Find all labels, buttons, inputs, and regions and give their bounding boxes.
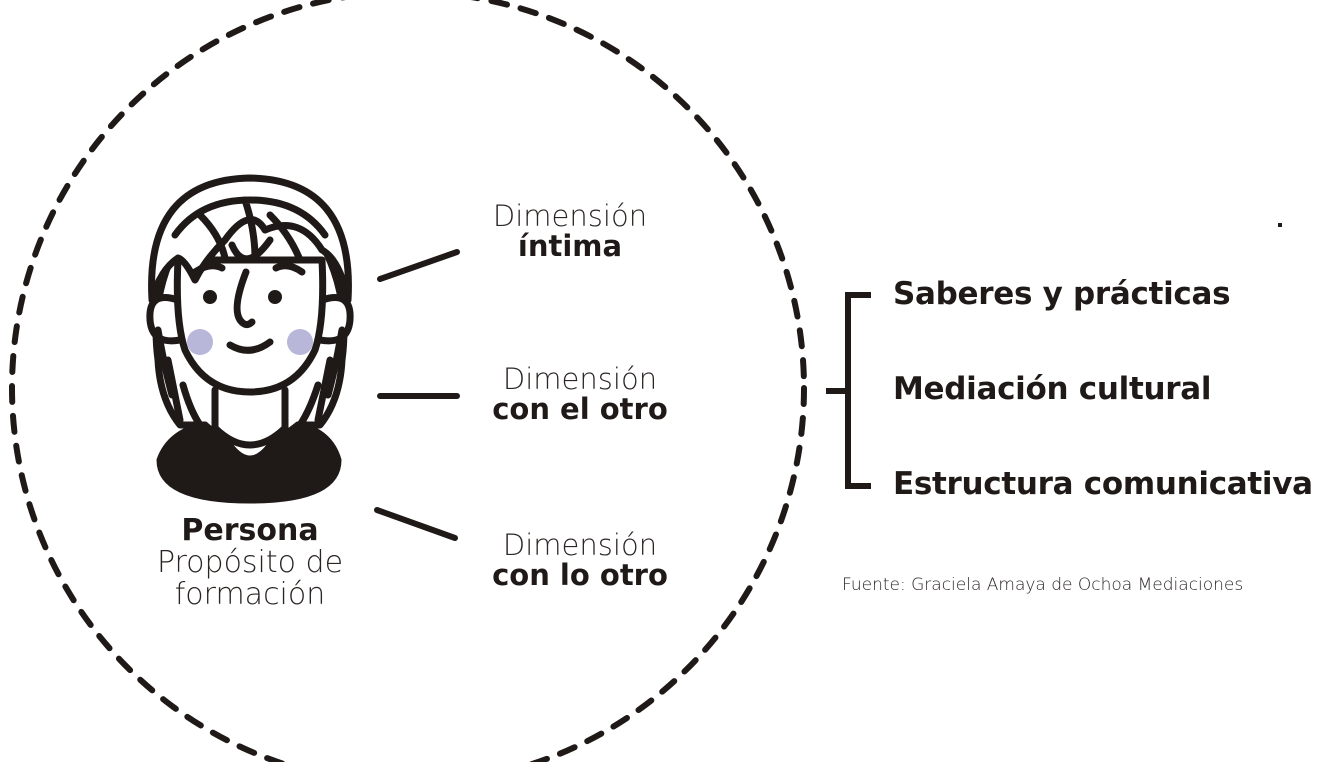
dimension-prefix: Dimensión	[492, 199, 648, 233]
dashed-circle	[9, 0, 807, 762]
person-mouth	[226, 338, 274, 354]
dimension-name: con el otro	[492, 392, 668, 427]
component-item-saberes: Saberes y prácticas	[893, 276, 1231, 312]
connector-line-lo-otro	[374, 507, 458, 541]
person-eye-right	[268, 290, 282, 304]
source-note: Fuente: Graciela Amaya de Ochoa Mediacio…	[842, 575, 1244, 595]
person-nose	[233, 268, 256, 329]
person-subtitle: Propósito de formación	[156, 544, 344, 612]
person-illustration	[146, 174, 354, 504]
component-item-mediacion: Mediación cultural	[893, 371, 1212, 407]
dimension-label-con-lo-otro: Dimensión con lo otro	[470, 530, 690, 591]
person-name: Persona	[181, 513, 319, 548]
dimension-name: con lo otro	[492, 558, 668, 593]
component-item-estructura: Estructura comunicativa	[893, 466, 1313, 502]
person-cheek-left	[187, 329, 213, 355]
dimension-label-intima: Dimensión íntima	[463, 201, 677, 262]
bracket	[826, 292, 871, 489]
dimension-label-con-el-otro: Dimensión con el otro	[470, 364, 690, 425]
person-eye-left	[203, 290, 217, 304]
dimension-name: íntima	[517, 229, 623, 264]
dimension-prefix: Dimensión	[502, 362, 658, 396]
connector-line-intima	[377, 249, 460, 282]
person-cheek-right	[287, 329, 313, 355]
stray-dot	[1278, 223, 1282, 227]
dimension-prefix: Dimensión	[502, 528, 658, 562]
person-neck	[211, 386, 289, 449]
person-caption: Persona Propósito de formación	[130, 515, 370, 611]
